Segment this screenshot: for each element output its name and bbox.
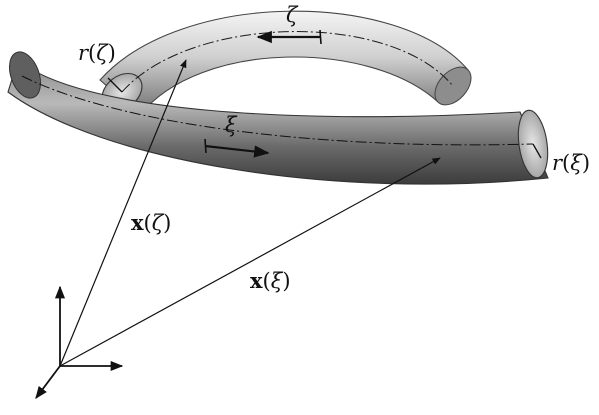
tube-xi-left-cap: [8, 51, 42, 99]
x-zeta-open: (: [143, 211, 152, 235]
r-xi-fn: r: [552, 151, 563, 175]
zeta-tick: [319, 29, 322, 45]
r-zeta-label: r(ζ): [78, 43, 116, 64]
tube-zeta-body: [99, 10, 469, 116]
coordinate-frame: [35, 285, 124, 400]
r-xi-arg: ξ: [570, 151, 582, 175]
x-xi-open: (: [262, 269, 271, 293]
r-xi-radius-line: [532, 143, 542, 159]
x-zeta-fn: x: [131, 210, 144, 235]
tube-xi: [7, 51, 549, 185]
r-zeta-radius-line: [107, 77, 123, 93]
r-xi-close: ): [581, 151, 591, 175]
xi-label: ξ: [225, 115, 237, 136]
x-zeta-arg: ζ: [151, 211, 164, 235]
r-zeta-close: ): [107, 41, 116, 65]
tube-xi-body: [7, 59, 549, 185]
tube-zeta: [99, 10, 472, 116]
x-xi-label: x(ξ): [250, 270, 291, 292]
x-zeta-close: ): [163, 211, 172, 235]
r-zeta-open: (: [88, 41, 97, 65]
vector-x-zeta: [59, 59, 187, 367]
r-xi-label: r(ξ): [552, 153, 590, 174]
tube-zeta-centerline: [121, 31, 454, 93]
xi-direction-arrow: [204, 144, 270, 158]
axis-diagonal: [35, 365, 61, 400]
x-zeta-label: x(ζ): [131, 212, 171, 234]
xi-symbol: ξ: [225, 113, 237, 137]
x-xi-fn: x: [250, 268, 263, 293]
r-xi-open: (: [562, 151, 571, 175]
r-zeta-fn: r: [78, 41, 89, 65]
vector-x-xi: [59, 157, 441, 367]
tube-xi-centerline: [21, 75, 534, 146]
zeta-label: ζ: [286, 3, 298, 27]
x-xi-arg: ξ: [270, 269, 283, 293]
x-xi-close: ): [282, 269, 291, 293]
r-zeta-arg: ζ: [96, 41, 108, 65]
